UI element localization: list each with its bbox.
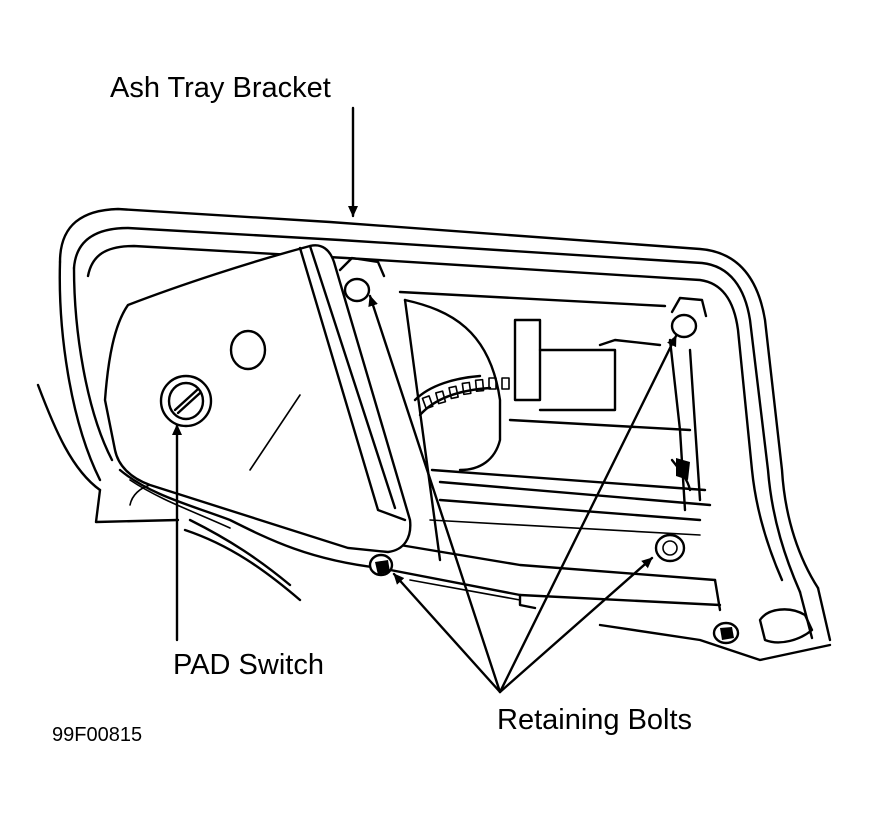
tray-interior	[398, 290, 712, 562]
retaining-bolt-top-left	[338, 256, 386, 303]
retaining-bolt-top-right	[670, 296, 708, 339]
lower-panel	[378, 543, 832, 662]
bolt-top-left-leader	[368, 294, 502, 694]
pad-switch-label: PAD Switch	[173, 649, 324, 681]
bolt-bottom-left-leader	[392, 572, 502, 694]
ash-tray-bracket-label: Ash Tray Bracket	[110, 72, 331, 104]
bolt-top-right-leader	[498, 334, 678, 694]
retaining-bolt-bottom-right	[654, 533, 686, 563]
leader-lines	[172, 106, 678, 694]
retaining-bolts-label: Retaining Bolts	[497, 704, 693, 736]
mounting-screw-lower-right	[712, 608, 814, 645]
ash-tray-door	[103, 244, 412, 554]
vent-slots	[421, 377, 510, 410]
bracket-bezel	[58, 207, 832, 642]
bolt-bottom-right-leader	[498, 556, 654, 694]
figure-id: 99F00815	[52, 724, 143, 746]
pad-switch	[159, 374, 213, 428]
retaining-bolt-bottom-left	[368, 553, 394, 577]
